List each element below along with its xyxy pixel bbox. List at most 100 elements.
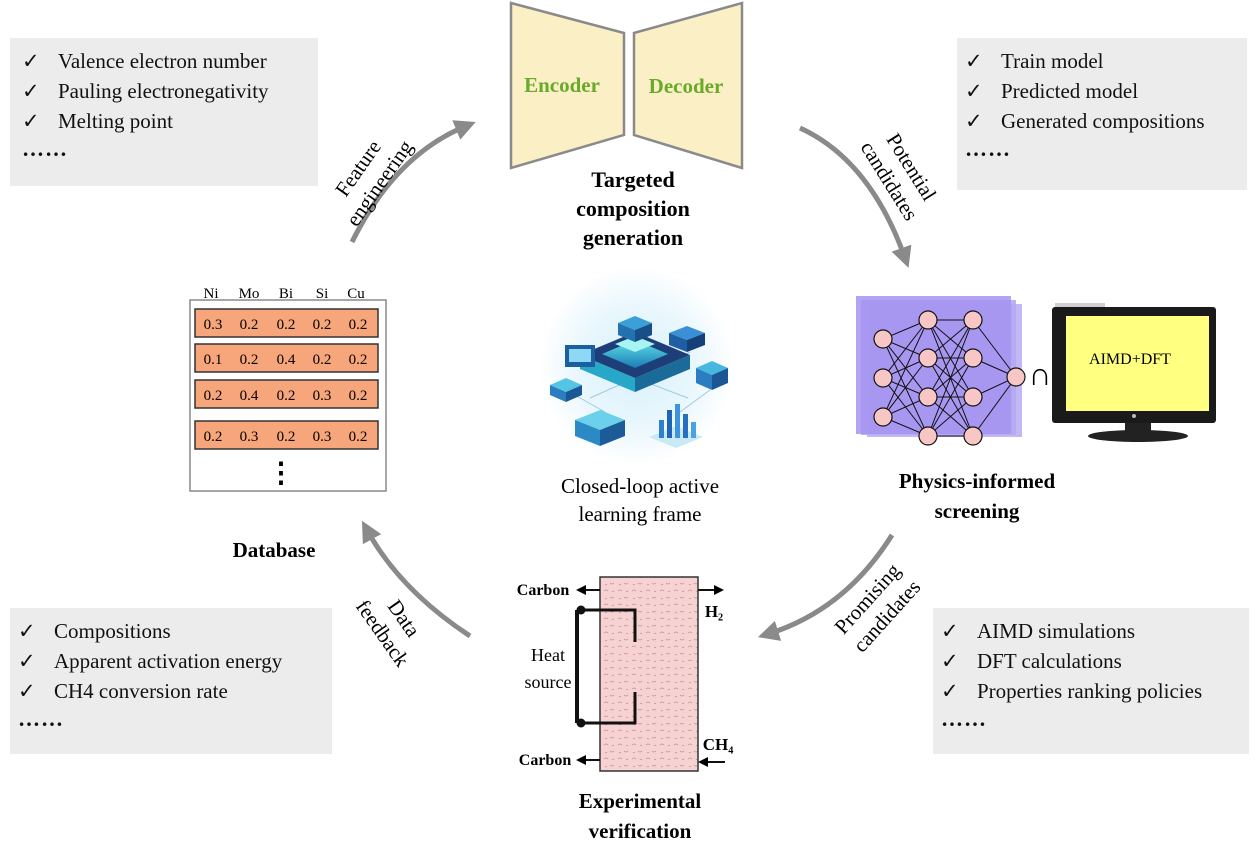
nn-node — [873, 368, 893, 388]
check-icon: ✓ — [941, 679, 959, 703]
table-row — [194, 379, 379, 409]
nn-edge — [882, 319, 929, 379]
h2-label: H₂ — [705, 602, 723, 621]
generation-list-item: ✓Generated compositions — [965, 106, 1205, 136]
potential-candidates-arrow — [798, 125, 912, 268]
table-cell: 0.2 — [349, 352, 368, 368]
feature-engineering-arrow — [349, 120, 476, 244]
table-cell: 0.4 — [277, 352, 296, 368]
table-cell: 0.3 — [313, 429, 332, 445]
nn-node — [873, 329, 893, 349]
check-icon: ✓ — [965, 109, 983, 133]
nn-edge — [972, 376, 1017, 437]
encoder-shape — [509, 1, 626, 170]
svg-text:composition: composition — [576, 196, 690, 221]
data-list-item: ✓Apparent activation energy — [18, 646, 282, 676]
potential-candidates-label: Potential candidates — [856, 129, 942, 225]
table-cell: 0.3 — [313, 388, 332, 404]
table-row — [194, 343, 379, 373]
check-icon: ✓ — [965, 79, 983, 103]
check-icon: ✓ — [22, 79, 40, 103]
nn-node — [963, 387, 983, 407]
data-list-item: ✓Compositions — [18, 616, 282, 646]
svg-text:generation: generation — [583, 225, 683, 250]
nn-edge — [927, 396, 974, 437]
table-cell: 0.2 — [240, 352, 259, 368]
table-row — [194, 308, 379, 338]
svg-text:learning frame: learning frame — [578, 502, 701, 526]
column-header: Si — [316, 286, 329, 302]
nn-node — [918, 426, 938, 446]
nn-node — [918, 348, 938, 368]
gear-block-icon — [550, 378, 582, 402]
check-icon: ✓ — [941, 649, 959, 673]
svg-text:screening: screening — [935, 499, 1020, 523]
nn-edge — [927, 357, 974, 437]
svg-text:source: source — [525, 672, 572, 692]
nn-edge — [972, 319, 1017, 378]
center-caption: Closed-loop active learning frame — [561, 474, 719, 526]
decoder-shape — [632, 1, 744, 170]
table-cell: 0.2 — [277, 429, 296, 445]
check-icon: ✓ — [965, 49, 983, 73]
bar-chart-block-icon — [649, 404, 703, 448]
column-header: Cu — [347, 286, 365, 302]
table-cell: 0.3 — [204, 317, 223, 333]
nn-edge — [882, 357, 929, 418]
table-cell: 0.2 — [204, 388, 223, 404]
nn-node — [1006, 367, 1026, 387]
check-icon: ✓ — [22, 49, 40, 73]
screen-block-icon — [565, 345, 595, 367]
check-icon: ✓ — [18, 619, 36, 643]
decoder-label: Decoder — [649, 74, 724, 98]
experimental-caption: Experimental verification — [579, 789, 702, 843]
table-cell: 0.2 — [204, 429, 223, 445]
heat-source-label: Heat source — [525, 645, 572, 692]
database-table: Ni Mo Bi Si Cu 0.3 0.2 0.2 0.2 0.2 0.1 0… — [189, 286, 387, 492]
more-rows-ellipsis: ⋮ — [267, 458, 295, 489]
table-cell: 0.2 — [277, 388, 296, 404]
nn-node — [963, 348, 983, 368]
feature-engineering-label: Feature engineering — [330, 135, 418, 230]
promising-candidates-label: Promising candidates — [830, 558, 926, 657]
screening-list-ellipsis: …… — [941, 706, 987, 731]
monitor-graphic: AIMD+DFT — [1052, 303, 1216, 442]
server-block-icon — [618, 316, 652, 342]
check-icon: ✓ — [22, 109, 40, 133]
nn-node — [918, 310, 938, 330]
table-cell: 0.2 — [349, 429, 368, 445]
data-list-box: ✓Compositions ✓Apparent activation energ… — [10, 608, 332, 754]
svg-text:Experimental: Experimental — [579, 789, 702, 813]
feature-list-item: ✓Valence electron number — [22, 46, 269, 76]
promising-candidates-arrow — [757, 533, 895, 641]
column-header: Ni — [204, 286, 219, 302]
table-row — [194, 420, 379, 450]
nn-node — [873, 407, 893, 427]
feature-list-item: ✓Pauling electronegativity — [22, 76, 269, 106]
carbon-bottom-label: Carbon — [519, 752, 572, 769]
neural-network-graphic — [856, 296, 1026, 446]
table-cell: 0.2 — [313, 317, 332, 333]
svg-text:Heat: Heat — [531, 645, 565, 665]
cloud-block-icon — [696, 361, 728, 390]
svg-text:Closed-loop active: Closed-loop active — [561, 474, 719, 498]
monitor-label: AIMD+DFT — [1089, 351, 1171, 368]
database-block-icon — [669, 326, 705, 352]
database-caption: Database — [233, 538, 316, 562]
screening-list-item: ✓DFT calculations — [941, 646, 1202, 676]
ch4-label: CH₄ — [703, 735, 734, 754]
column-header: Mo — [239, 286, 260, 302]
screening-caption: Physics-informed screening — [899, 469, 1056, 523]
nn-node — [963, 426, 983, 446]
table-cell: 0.1 — [204, 352, 223, 368]
generation-list-item: ✓Train model — [965, 46, 1205, 76]
table-cell: 0.3 — [240, 429, 259, 445]
check-icon: ✓ — [18, 649, 36, 673]
screening-list-box: ✓AIMD simulations ✓DFT calculations ✓Pro… — [933, 608, 1249, 754]
check-icon: ✓ — [18, 679, 36, 703]
intersection-symbol: ∩ — [1028, 356, 1051, 392]
generation-list-box: ✓Train model ✓Predicted model ✓Generated… — [957, 38, 1247, 190]
table-cell: 0.2 — [313, 352, 332, 368]
data-feedback-arrow — [361, 520, 472, 639]
